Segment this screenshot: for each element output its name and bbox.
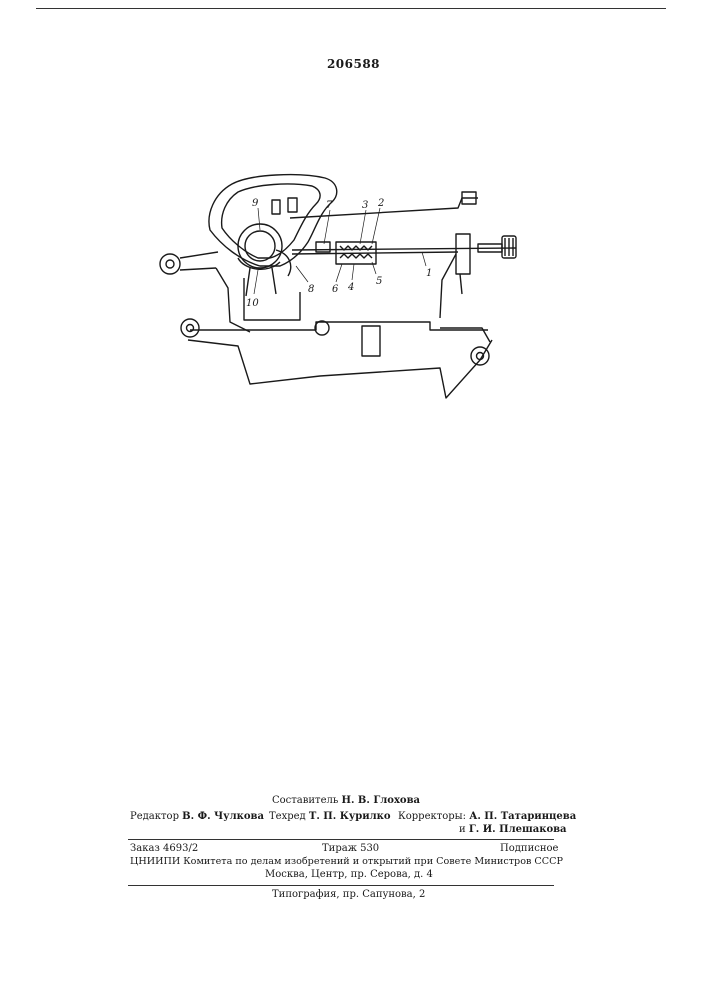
compiler-line: Составитель Н. В. Глохова <box>272 795 420 806</box>
editor-name: В. Ф. Чулкова <box>182 811 264 822</box>
callout-7: 7 <box>326 200 333 211</box>
callout-8: 8 <box>308 284 314 295</box>
callout-6: 6 <box>332 284 339 295</box>
drum-mount <box>246 268 276 296</box>
mechanism-drawing-svg: 9 7 3 2 10 8 6 4 5 1 <box>140 170 540 410</box>
footer-rule-1 <box>128 839 554 840</box>
leader-8 <box>296 266 308 282</box>
corrector-1-name: А. П. Татаринцева <box>469 811 576 822</box>
corrector-2-name: Г. И. Плешакова <box>469 824 567 835</box>
editor-label: Редактор <box>130 811 179 822</box>
base-block <box>362 326 380 356</box>
typography-line: Типография, пр. Сапунова, 2 <box>272 889 425 900</box>
body-left-side <box>216 268 250 332</box>
address-line: Москва, Центр, пр. Серова, д. 4 <box>265 869 433 880</box>
callout-2: 2 <box>377 198 384 209</box>
spring-coils-lower <box>340 254 372 258</box>
leader-3 <box>360 210 366 244</box>
subscription-note: Подписное <box>500 843 558 854</box>
leader-4 <box>352 264 354 280</box>
leader-1 <box>422 252 426 266</box>
drum-inner <box>245 231 275 261</box>
knob-knurl <box>505 238 513 256</box>
top-lug-left <box>272 200 280 214</box>
order-number: Заказ 4693/2 <box>130 843 198 854</box>
patent-number: 206588 <box>0 57 707 71</box>
callout-3: 3 <box>362 200 368 211</box>
right-tip <box>460 274 462 294</box>
page-frame-top-rule <box>36 8 666 9</box>
left-arm <box>180 252 218 270</box>
base-frame-bottom <box>188 340 492 398</box>
compiler-name: Н. В. Глохова <box>342 795 421 806</box>
organization-line: ЦНИИПИ Комитета по делам изобретений и о… <box>130 856 563 867</box>
rod-1 <box>292 248 516 250</box>
correctors-label: Корректоры: <box>398 811 466 822</box>
rod-coupling <box>316 242 330 252</box>
left-pivot-outer <box>160 254 180 274</box>
callout-1: 1 <box>426 268 432 279</box>
callout-5: 5 <box>376 276 382 287</box>
callout-9: 9 <box>252 198 259 209</box>
technical-drawing: 9 7 3 2 10 8 6 4 5 1 <box>140 170 540 410</box>
top-lug-right <box>288 198 297 212</box>
leader-9 <box>258 208 260 230</box>
compiler-label: Составитель <box>272 795 338 806</box>
leader-6 <box>336 264 342 282</box>
techred-line: Техред Т. П. Курилко <box>269 811 391 822</box>
right-support <box>440 254 456 318</box>
base-frame-top <box>190 322 488 330</box>
techred-name: Т. П. Курилко <box>309 811 391 822</box>
callout-10: 10 <box>246 298 259 309</box>
print-run: Тираж 530 <box>322 843 379 854</box>
right-bracket <box>456 234 470 274</box>
left-pivot-inner <box>166 260 174 268</box>
editor-line: Редактор В. Ф. Чулкова <box>130 811 264 822</box>
corrector-2-line: и Г. И. Плешакова <box>459 824 567 835</box>
base-pivot-mid <box>315 321 329 335</box>
corrector-2-prefix: и <box>459 824 466 835</box>
correctors-line: Корректоры: А. П. Татаринцева <box>398 811 576 822</box>
callout-4: 4 <box>347 282 354 293</box>
leader-10 <box>254 270 258 294</box>
base-pivot-left <box>181 319 199 337</box>
base-pivot-right <box>471 347 489 365</box>
techred-label: Техред <box>269 811 306 822</box>
footer-rule-2 <box>128 885 554 886</box>
